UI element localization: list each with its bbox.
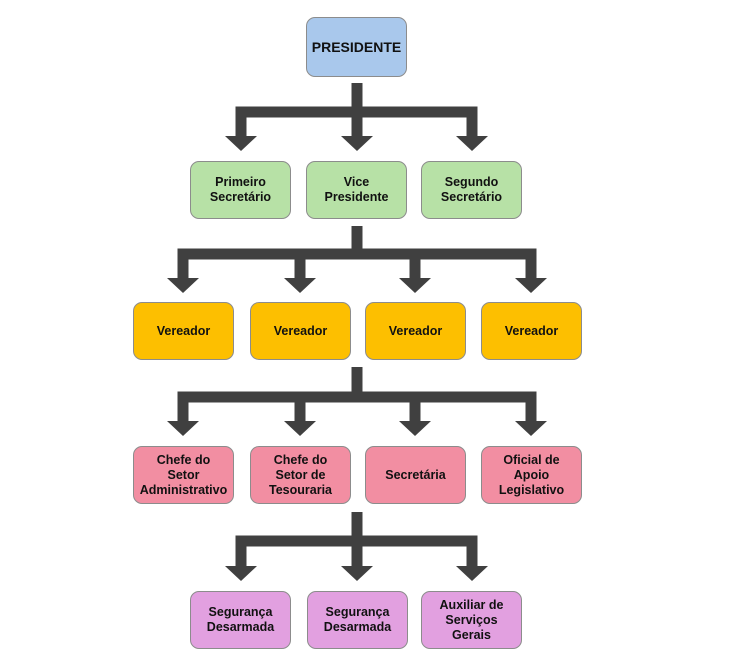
arrowhead-icon	[515, 278, 547, 293]
connector-branch	[177, 397, 189, 422]
connector-branch	[294, 254, 306, 279]
node-vice-presidente: Vice Presidente	[306, 161, 407, 219]
connector-trunk	[351, 226, 363, 260]
connector-trunk	[351, 512, 363, 547]
arrowhead-icon	[341, 566, 373, 581]
connector-branch	[525, 397, 537, 422]
arrowhead-icon	[399, 278, 431, 293]
node-vereador-1: Vereador	[133, 302, 234, 360]
connector-branch	[294, 397, 306, 422]
node-secretaria: Secretária	[365, 446, 466, 504]
arrowhead-icon	[284, 421, 316, 436]
node-vereador-2: Vereador	[250, 302, 351, 360]
node-seguranca-desarmada-1: Segurança Desarmada	[190, 591, 291, 649]
connector-branch	[351, 541, 363, 567]
node-primeiro-secretario: Primeiro Secretário	[190, 161, 291, 219]
connector-branch	[409, 254, 421, 279]
arrowhead-icon	[225, 136, 257, 151]
node-segundo-secretario: Segundo Secretário	[421, 161, 522, 219]
node-vereador-3: Vereador	[365, 302, 466, 360]
connector-branch	[177, 254, 189, 279]
arrowhead-icon	[284, 278, 316, 293]
connector-branch	[235, 112, 247, 137]
connector-bar	[177, 391, 537, 403]
node-seguranca-desarmada-2: Segurança Desarmada	[307, 591, 408, 649]
arrowhead-icon	[341, 136, 373, 151]
arrowhead-icon	[225, 566, 257, 581]
connector-branch	[525, 254, 537, 279]
connector-branch	[409, 397, 421, 422]
arrowhead-icon	[167, 278, 199, 293]
arrowhead-icon	[456, 566, 488, 581]
arrowhead-icon	[515, 421, 547, 436]
connector-branch	[351, 112, 363, 137]
node-oficial-apoio-legislativo: Oficial de Apoio Legislativo	[481, 446, 582, 504]
connector-branch	[235, 541, 247, 567]
connector-bar	[177, 248, 537, 260]
node-auxiliar-servicos-gerais: Auxiliar de Serviços Gerais	[421, 591, 522, 649]
connector-trunk	[351, 83, 363, 118]
connector-branch	[466, 112, 478, 137]
node-presidente: PRESIDENTE	[306, 17, 407, 77]
arrowhead-icon	[167, 421, 199, 436]
arrowhead-icon	[399, 421, 431, 436]
connector-branch	[466, 541, 478, 567]
arrowhead-icon	[456, 136, 488, 151]
node-chefe-setor-administrativo: Chefe do Setor Administrativo	[133, 446, 234, 504]
connector-trunk	[351, 367, 363, 403]
node-chefe-setor-tesouraria: Chefe do Setor de Tesouraria	[250, 446, 351, 504]
node-vereador-4: Vereador	[481, 302, 582, 360]
